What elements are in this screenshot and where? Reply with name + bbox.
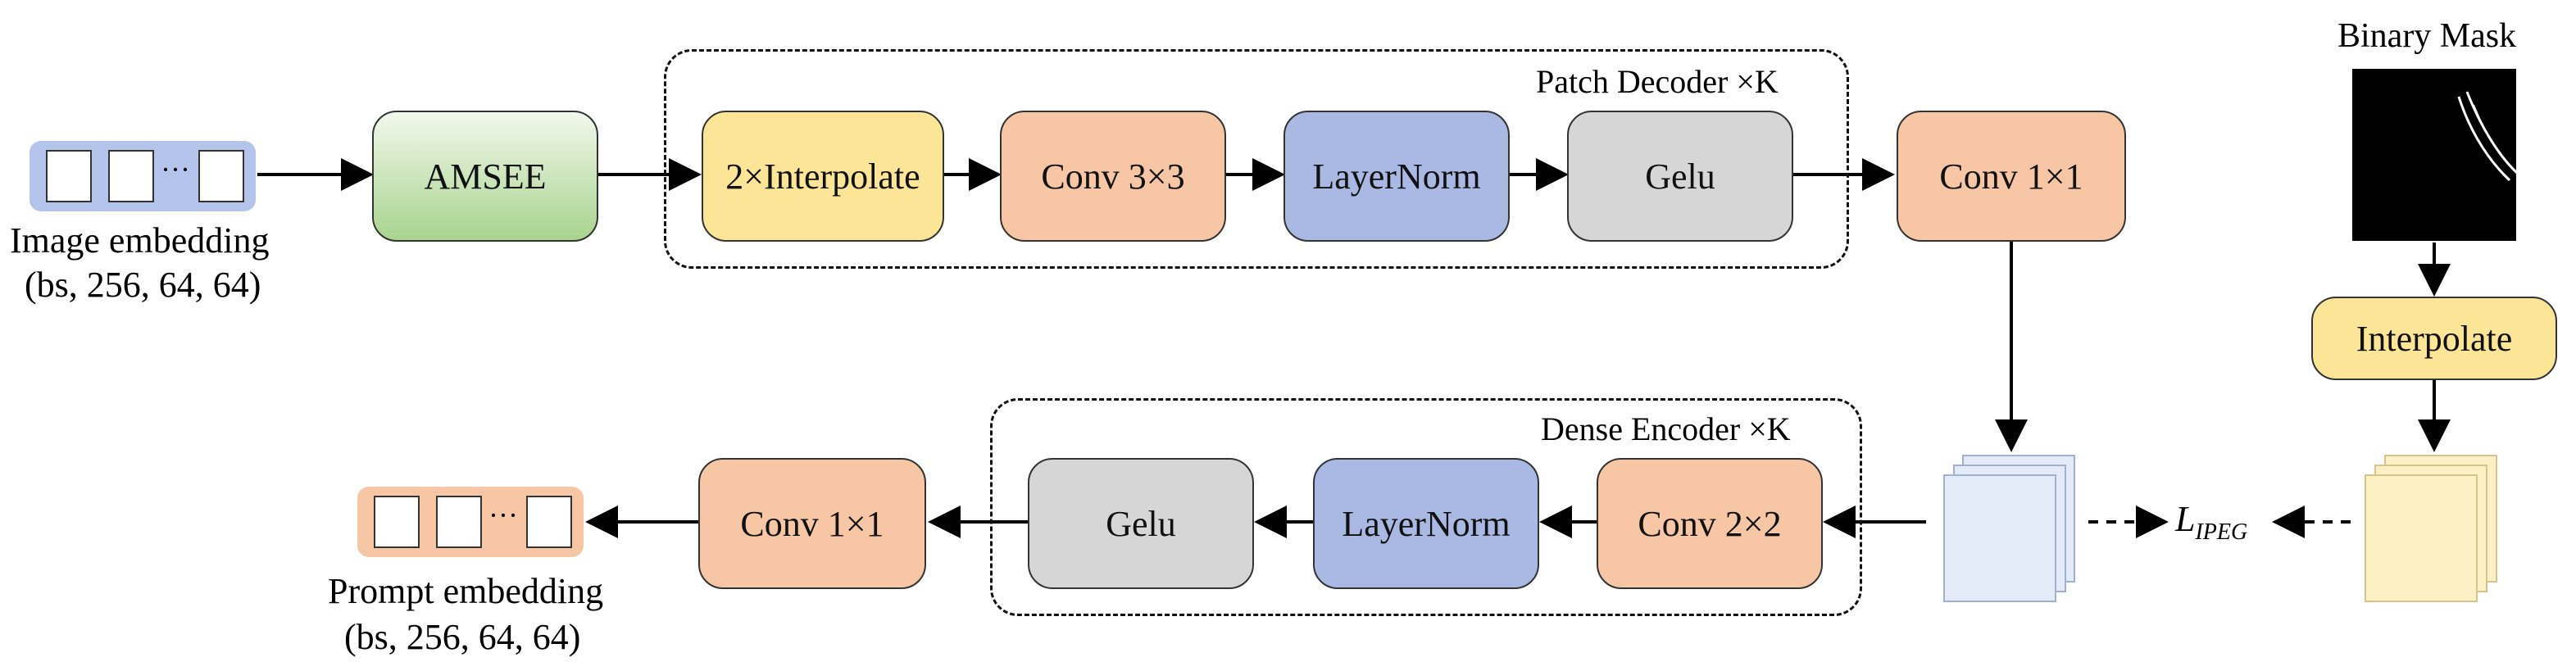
conv2x2-block: Conv 2×2: [1597, 458, 1823, 589]
feature-map-stack-yellow: [2365, 455, 2497, 602]
amsee-block: AMSEE: [372, 111, 598, 242]
binary-mask-title: Binary Mask: [2337, 17, 2517, 55]
input-name: Image embedding: [10, 220, 270, 261]
layernorm-top-block: LayerNorm: [1283, 111, 1510, 242]
loss-label: LIPEG: [2175, 498, 2247, 546]
interpolate-right-block: Interpolate: [2311, 297, 2557, 380]
interpolate-2x-block: 2×Interpolate: [702, 111, 944, 242]
output-name: Prompt embedding: [328, 571, 604, 611]
input-token-2: [108, 150, 154, 202]
dense-encoder-group: [990, 398, 1862, 616]
input-tokens: ···: [30, 141, 256, 211]
patch-decoder-label: Patch Decoder ×K: [1536, 63, 1779, 100]
conv1x1-bottom-block: Conv 1×1: [698, 458, 926, 589]
output-token-1: [374, 496, 420, 548]
input-token-3: [198, 150, 244, 202]
feature-map-stack-blue: [1943, 455, 2075, 602]
layernorm-bottom-block: LayerNorm: [1313, 458, 1539, 589]
patch-decoder-group: [664, 49, 1849, 269]
binary-mask-image: [2352, 69, 2519, 241]
input-token-dots: ···: [161, 153, 190, 186]
dense-encoder-label: Dense Encoder ×K: [1541, 410, 1791, 447]
output-shape: (bs, 256, 64, 64): [344, 617, 581, 657]
conv3x3-block: Conv 3×3: [1000, 111, 1226, 242]
output-token-2: [436, 496, 482, 548]
output-token-dots: ···: [488, 499, 518, 532]
output-token-3: [526, 496, 572, 548]
input-shape: (bs, 256, 64, 64): [25, 265, 261, 305]
loss-subscript: IPEG: [2195, 519, 2248, 545]
output-tokens: ···: [357, 487, 584, 557]
conv1x1-top-block: Conv 1×1: [1897, 111, 2126, 242]
loss-symbol: L: [2175, 499, 2196, 539]
gelu-top-block: Gelu: [1567, 111, 1793, 242]
input-token-1: [46, 150, 92, 202]
gelu-bottom-block: Gelu: [1028, 458, 1254, 589]
